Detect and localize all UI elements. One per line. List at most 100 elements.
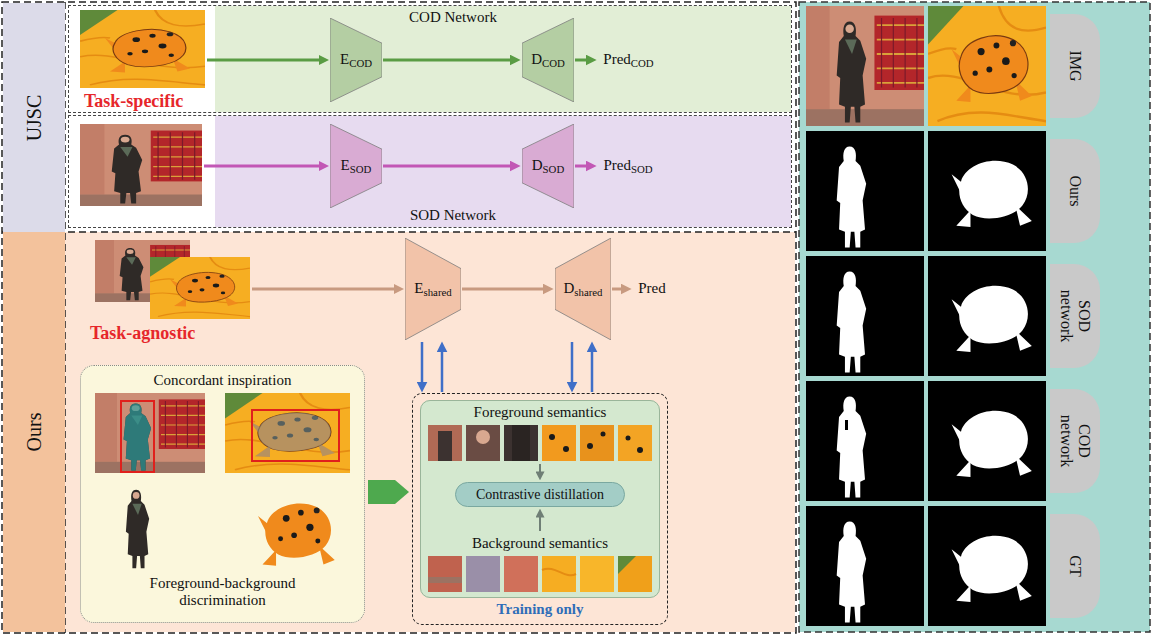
node-text: Pred — [638, 280, 666, 297]
background-tiles — [466, 556, 500, 592]
flow-arrow — [575, 59, 590, 62]
node-text: UJSC — [23, 94, 46, 141]
foreground-tiles — [618, 425, 652, 461]
concordant-illustration — [258, 503, 335, 565]
concordant-illustration — [250, 413, 335, 457]
node-text: Background semantics — [472, 535, 608, 552]
prediction-output: PredSOD — [598, 154, 658, 178]
row-label-tab: SOD network — [1050, 264, 1100, 368]
node-text: COD Network — [409, 9, 497, 26]
concordant-illustration — [126, 490, 149, 568]
main-text: Pred — [603, 157, 631, 173]
node-text: Ours — [1066, 175, 1084, 206]
result-grid — [928, 506, 1046, 626]
flow-arrow — [462, 288, 547, 291]
background-tiles — [428, 556, 462, 592]
foreground-tiles — [466, 425, 500, 461]
concordant-illustration — [95, 393, 350, 568]
result-grid — [845, 420, 848, 430]
node-text: SOD network — [1057, 285, 1094, 347]
distillation-pill: Contrastive distillation — [455, 482, 625, 507]
background-tiles — [618, 556, 636, 574]
prediction-output: PredCOD — [598, 48, 659, 72]
background-tiles — [580, 556, 614, 592]
trapezoid-shape — [522, 124, 574, 208]
input-arrows — [204, 60, 398, 289]
task-label: Task-specific — [84, 91, 183, 112]
foreground-tiles — [438, 431, 452, 461]
panel-backgrounds — [799, 2, 1150, 632]
subscript-text: SOD — [543, 163, 565, 175]
foreground-tiles — [626, 436, 631, 441]
main-text: D — [531, 51, 542, 67]
foreground-tiles — [428, 425, 462, 461]
node-text: ESOD — [341, 157, 372, 176]
trapezoid-shape — [522, 18, 574, 102]
decoder-block: DSOD — [522, 124, 574, 208]
subscript-text: shared — [423, 286, 451, 298]
encoder-block: Eshared — [405, 238, 461, 340]
flow-arrow — [383, 59, 514, 62]
panel-backgrounds — [420, 400, 660, 598]
encoder-block: ECOD — [330, 18, 382, 102]
inspiration-box: Concordant inspirationForeground-backgro… — [80, 365, 365, 623]
input-arrows — [207, 59, 323, 62]
panel-backgrounds — [80, 365, 365, 623]
background-tiles — [542, 569, 576, 576]
result-grid — [806, 506, 924, 626]
node-text: Contrastive distillation — [476, 486, 604, 502]
node-text: ECOD — [340, 51, 372, 70]
block-arrow — [368, 480, 409, 504]
flow-arrow — [421, 342, 424, 386]
foreground-tiles — [512, 425, 530, 461]
node-text: Ours — [23, 413, 46, 452]
trapezoid-shape — [555, 238, 611, 340]
node-text: Eshared — [414, 280, 451, 299]
section-band: UJSC — [3, 3, 65, 232]
row-label-tab: IMG — [1050, 14, 1100, 118]
result-grid — [806, 256, 924, 376]
decoder-block: DCOD — [522, 18, 574, 102]
node-text: GT — [1066, 555, 1084, 576]
row-label-tab: COD network — [1050, 389, 1100, 493]
panel-backgrounds — [65, 232, 795, 632]
network-region: SOD NetworkESODDSODPredSOD — [68, 115, 792, 228]
flow-arrow — [575, 165, 590, 168]
input-arrows — [252, 288, 398, 291]
semantic-arrows — [539, 514, 541, 531]
flow-arrow — [591, 348, 594, 392]
encoder-block: ESOD — [330, 124, 382, 208]
foreground-tiles — [504, 425, 538, 461]
training-box: Training onlyForeground semanticsBackgro… — [412, 393, 668, 625]
row-label-tab: GT — [1050, 514, 1100, 618]
concordant-illustration — [121, 401, 154, 472]
background-tiles — [504, 556, 538, 592]
foreground-tiles — [587, 443, 593, 449]
panel-backgrounds — [2, 231, 796, 233]
result-grid — [806, 131, 924, 251]
task-label: Task-agnostic — [90, 323, 195, 344]
node-text: Foreground semantics — [474, 404, 607, 421]
trapezoid-shape — [405, 238, 461, 340]
input-images — [80, 124, 202, 206]
node-text: IMG — [1066, 50, 1084, 81]
node-text: PredSOD — [603, 157, 652, 176]
result-grid — [928, 6, 1046, 126]
node-text: PredCOD — [603, 51, 653, 70]
node-text: DSOD — [532, 157, 564, 176]
background-tiles — [542, 556, 576, 592]
node-text: SOD Network — [410, 207, 496, 224]
node-text: Concordant inspiration — [154, 372, 292, 389]
background-tiles — [428, 556, 652, 592]
input-arrows — [204, 165, 323, 168]
main-text: E — [341, 157, 350, 173]
section-band: Ours — [3, 232, 65, 632]
main-text: Pred — [603, 51, 631, 67]
flow-arrow — [571, 342, 574, 386]
result-grid — [928, 381, 1046, 501]
foreground-tiles — [549, 434, 555, 440]
input-images — [80, 10, 205, 88]
concordant-illustration — [95, 393, 205, 473]
